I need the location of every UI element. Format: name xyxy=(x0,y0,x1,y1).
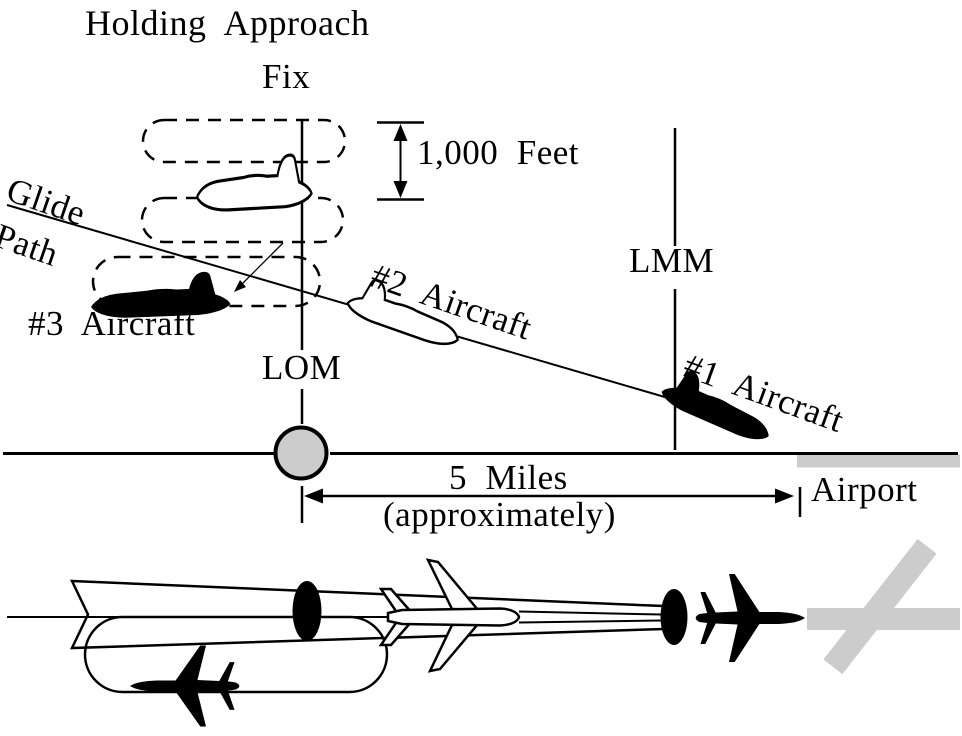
altitude-dimension-arrow xyxy=(377,121,424,201)
airport-label: Airport xyxy=(811,470,918,509)
wing-upper xyxy=(425,558,481,612)
holding-racetrack-1 xyxy=(141,118,347,164)
aircraft-top-view-outbound xyxy=(130,645,240,727)
aircraft-top-view-final xyxy=(695,574,805,662)
holding-racetrack-top-view xyxy=(83,615,389,694)
runway-side-view xyxy=(797,454,960,468)
aircraft-top-view-approaching xyxy=(378,558,521,673)
separation-label: 1,000 Feet xyxy=(417,133,580,172)
fix-label: Fix xyxy=(262,57,311,96)
lmm-marker-top-view xyxy=(660,589,688,645)
lom-label: LOM xyxy=(262,348,342,387)
aircraft-3-label: #3 Aircraft xyxy=(28,304,196,343)
lmm-label: LMM xyxy=(629,241,715,280)
distance-note-label: (approximately) xyxy=(383,495,616,534)
holding-pattern-stack xyxy=(91,118,347,308)
distance-label: 5 Miles xyxy=(449,458,568,497)
glide-path-line xyxy=(6,204,676,401)
lom-marker-top-view xyxy=(292,581,322,641)
holding-racetrack-3 xyxy=(91,255,322,308)
lom-marker xyxy=(273,425,329,481)
fuselage xyxy=(386,607,521,627)
wing-lower xyxy=(427,622,481,673)
airport-runways-top-view xyxy=(807,538,960,675)
approach-band xyxy=(69,579,665,650)
descent-arrow xyxy=(234,242,284,292)
distance-dimension-arrow xyxy=(300,486,802,523)
holding-aircraft-outline xyxy=(195,153,314,212)
diagram-title: Holding Approach xyxy=(85,3,370,43)
